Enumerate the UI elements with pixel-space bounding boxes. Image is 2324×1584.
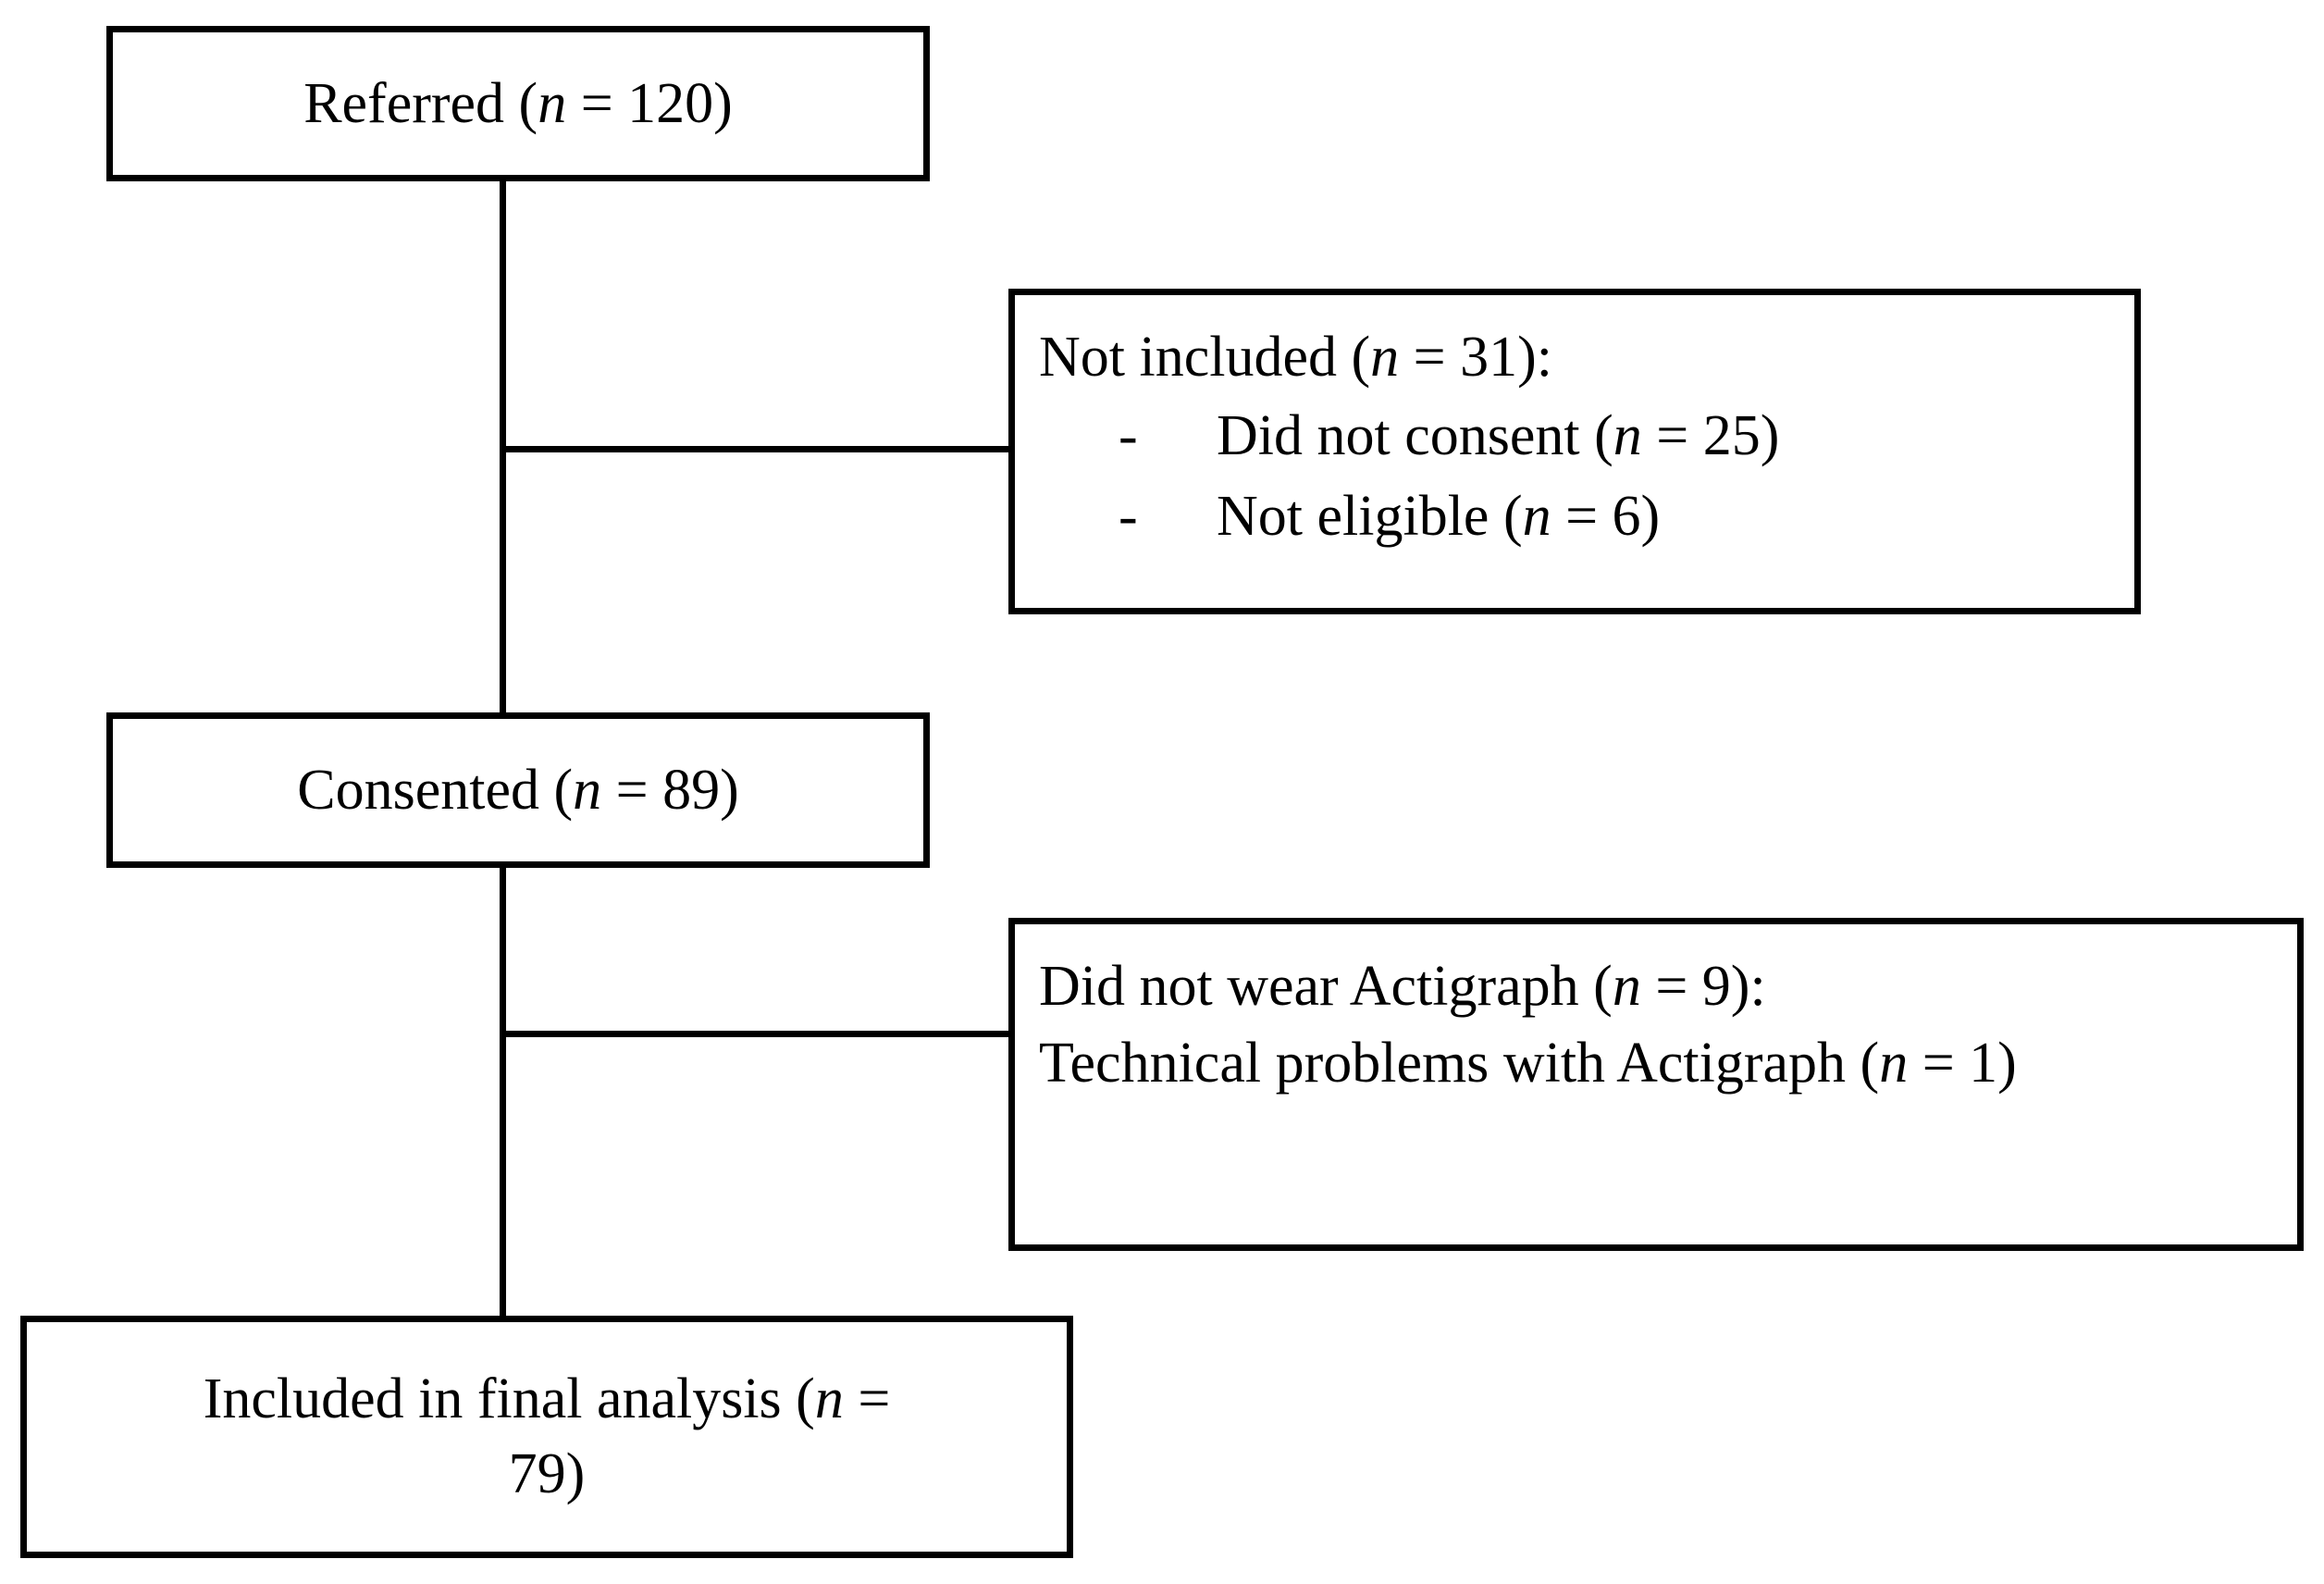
node-included-n-symbol: n xyxy=(814,1367,844,1431)
node-not-included: Not included (n = 31): - Did not consent… xyxy=(1008,289,2141,614)
bullet-text-before: Not eligible ( xyxy=(1217,484,1523,548)
node-included-text-before: Included in final analysis ( xyxy=(203,1367,815,1431)
node-actigraph-headline: Did not wear Actigraph (n = 9): xyxy=(1039,948,2273,1025)
bullet-text-after: = 25) xyxy=(1641,404,1780,468)
node-consented: Consented (n = 89) xyxy=(106,712,930,868)
connector-consented-to-included xyxy=(500,868,506,1319)
node-did-not-wear-actigraph: Did not wear Actigraph (n = 9): Technica… xyxy=(1008,918,2304,1251)
node-consented-text-after: = 89) xyxy=(601,758,739,822)
node-referred-label: Referred (n = 120) xyxy=(113,67,923,142)
node-not-included-headline: Not included (n = 31): xyxy=(1039,321,2110,393)
bullet-text-before: Did not consent ( xyxy=(1217,404,1613,468)
node-consented-n-symbol: n xyxy=(573,758,602,822)
node-not-included-headline-before: Not included ( xyxy=(1039,326,1371,389)
node-referred-text-after: = 120) xyxy=(566,71,733,135)
node-actigraph-content: Did not wear Actigraph (n = 9): Technica… xyxy=(1039,948,2273,1102)
node-actigraph-line1-after: = 9): xyxy=(1640,955,1766,1018)
node-not-included-headline-after: = 31): xyxy=(1399,326,1552,389)
list-item: - Did not consent (n = 25) xyxy=(1039,399,2110,474)
connector-consented-to-actigraph xyxy=(500,1031,1014,1037)
bullet-dash-icon: - xyxy=(1119,404,1138,468)
node-consented-label: Consented (n = 89) xyxy=(113,753,923,828)
node-not-included-content: Not included (n = 31): - Did not consent… xyxy=(1039,321,2110,553)
node-referred-text-before: Referred ( xyxy=(303,71,538,135)
bullet-text: Not eligible (n = 6) xyxy=(1217,479,1660,554)
list-item: - Not eligible (n = 6) xyxy=(1039,479,2110,554)
node-not-included-n-symbol: n xyxy=(1370,326,1400,389)
node-referred-n-symbol: n xyxy=(538,71,567,135)
node-actigraph-line2-n-symbol: n xyxy=(1879,1032,1909,1095)
node-actigraph-line1-n-symbol: n xyxy=(1612,955,1641,1018)
bullet-text: Did not consent (n = 25) xyxy=(1217,399,1779,474)
node-actigraph-line2-before: Technical problems with Actigraph ( xyxy=(1039,1032,1880,1095)
node-included-text-after: = 79) xyxy=(508,1367,891,1505)
bullet-dash-icon: - xyxy=(1119,484,1138,548)
node-consented-text-before: Consented ( xyxy=(297,758,574,822)
node-included-label: Included in final analysis (n = 79) xyxy=(27,1362,1067,1511)
node-actigraph-line2-after: = 1) xyxy=(1908,1032,2017,1095)
bullet-n-symbol: n xyxy=(1613,404,1642,468)
bullet-n-symbol: n xyxy=(1522,484,1551,548)
node-included-final-analysis: Included in final analysis (n = 79) xyxy=(20,1316,1073,1558)
connector-referred-to-not-included xyxy=(500,446,1014,452)
bullet-text-after: = 6) xyxy=(1551,484,1661,548)
node-referred: Referred (n = 120) xyxy=(106,26,930,181)
node-actigraph-detail: Technical problems with Actigraph (n = 1… xyxy=(1039,1025,2273,1102)
node-actigraph-line1-before: Did not wear Actigraph ( xyxy=(1039,955,1613,1018)
